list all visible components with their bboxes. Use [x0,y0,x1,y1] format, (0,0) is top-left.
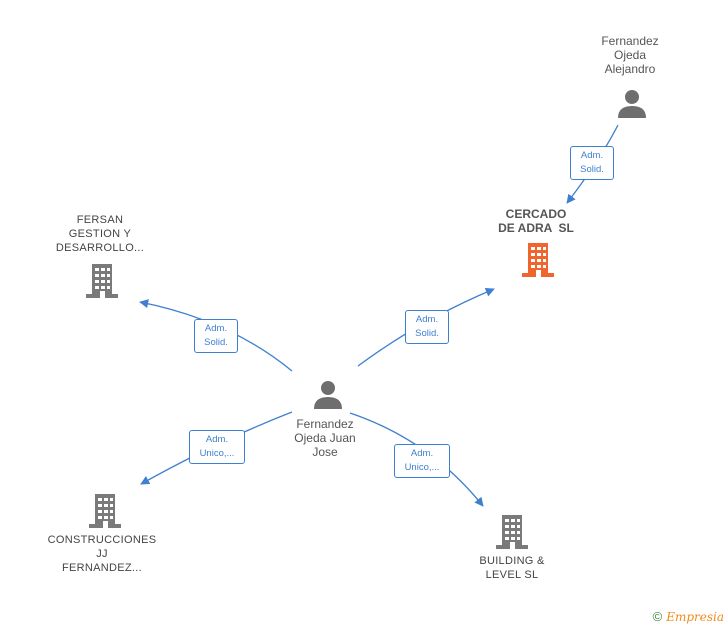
node-label-cercado-de-adra[interactable]: CERCADO DE ADRA SL [476,207,596,235]
person-icon[interactable] [312,380,344,410]
copyright-symbol: © [652,609,663,624]
edge-label-line: Unico,... [404,462,440,473]
node-label-fernandez-ojeda-juan-jose[interactable]: Fernandez Ojeda Juan Jose [275,417,375,459]
node-label-line: GESTION Y [68,228,132,240]
node-label-line: LEVEL SL [485,569,539,581]
node-label-line: Alejandro [604,62,656,76]
node-label-construcciones[interactable]: CONSTRUCCIONES JJ FERNANDEZ... [42,533,162,575]
node-label-line: DESARROLLO... [55,242,145,254]
edge-label-line: Adm. [410,448,434,459]
edge-label-juan-fersan[interactable]: Adm. Solid. [194,319,238,353]
node-label-building-level[interactable]: BUILDING & LEVEL SL [452,554,572,582]
node-label-line: FERNANDEZ... [62,562,142,574]
node-label-line: CERCADO [505,207,567,221]
brand-name: Empresia [666,610,724,624]
node-label-fernandez-ojeda-alejandro[interactable]: Fernandez Ojeda Alejandro [580,34,680,76]
node-label-line: Jose [312,445,338,459]
node-label-fersan[interactable]: FERSAN GESTION Y DESARROLLO... [40,213,160,255]
edge-label-juan-construcciones[interactable]: Adm. Unico,... [189,430,245,464]
node-label-line: JJ [96,548,108,560]
building-icon[interactable] [89,494,121,528]
footer-brand[interactable]: ©Empresia [653,609,724,624]
node-label-line: Ojeda [613,48,647,62]
edge-label-line: Adm. [580,150,604,161]
edge-label-line: Solid. [204,337,228,348]
building-icon[interactable] [86,264,118,298]
edge-label-line: Adm. [415,314,439,325]
node-label-line: DE ADRA SL [498,221,574,235]
edge-label-juan-building[interactable]: Adm. Unico,... [394,444,450,478]
edge-label-line: Adm. [205,434,229,445]
building-icon[interactable] [496,515,528,549]
node-label-line: BUILDING & [479,555,545,567]
edge-label-line: Solid. [580,164,604,175]
edge-label-line: Solid. [415,328,439,339]
edge-label-juan-cercado[interactable]: Adm. Solid. [405,310,449,344]
person-icon[interactable] [616,89,648,119]
edge-label-line: Adm. [204,323,228,334]
node-label-line: CONSTRUCCIONES [47,534,157,546]
node-label-line: Fernandez [601,34,659,48]
node-label-line: Fernandez [296,417,354,431]
node-label-line: FERSAN [76,214,124,226]
building-icon-main[interactable] [522,243,554,277]
edge-label-line: Unico,... [199,448,235,459]
edge-label-alejandro-cercado[interactable]: Adm. Solid. [570,146,614,180]
node-label-line: Ojeda Juan [294,431,356,445]
